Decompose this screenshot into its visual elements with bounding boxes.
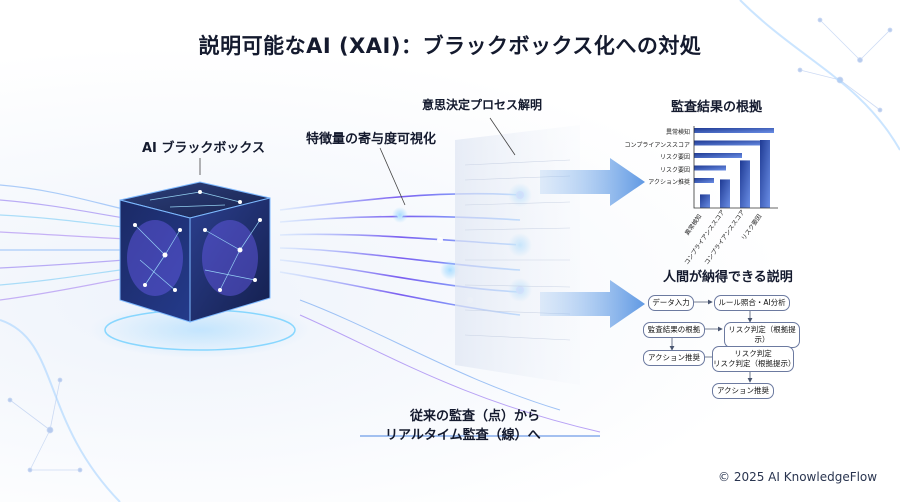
bar-h-1: [694, 140, 770, 146]
caption-line-2: リアルタイム監査（線）へ: [385, 428, 541, 443]
bar-h-2: [694, 153, 742, 158]
copyright-text: © 2025 AI KnowledgeFlow: [718, 470, 878, 484]
bar-v-3: [760, 140, 770, 208]
flow-box-action-rec: アクション推奨: [643, 350, 705, 366]
label-ai-blackbox: AI ブラックボックス: [142, 141, 266, 156]
bar-v-2: [740, 160, 750, 208]
flow-box-action-rec-2: アクション推奨: [712, 383, 774, 399]
category-label-4: アクション推奨: [648, 179, 690, 186]
category-label-3: リスク要因: [659, 166, 690, 174]
label-feature-contribution: 特徴量の寄与度可視化: [306, 132, 437, 147]
flow-box-risk-judge-2-line1: リスク判定: [734, 349, 772, 358]
flow-box-risk-judge-2: リスク判定 リスク判定（根拠提示）: [712, 346, 796, 372]
flow-box-rule-match: ルール照合・AI分析: [714, 295, 790, 311]
label-decision-process: 意思決定プロセス解明: [422, 98, 543, 112]
arrow-to-flow-icon: [540, 280, 645, 328]
bar-h-3: [694, 165, 726, 171]
flow-box-data-input: データ入力: [648, 295, 694, 311]
chart-plot: [693, 126, 778, 209]
bar-v-0: [700, 194, 710, 208]
category-label-0: 異常検知: [665, 129, 690, 136]
audit-bar-chart: 異常検知コンプライアンススコアリスク要因リスク要因アクション推奨異常検知コンプラ…: [612, 120, 792, 266]
chart-axes: [693, 126, 778, 209]
arrow-to-chart-icon: [540, 158, 645, 206]
bar-h-4: [694, 178, 714, 183]
network-decoration-icon: [7, 17, 893, 473]
category-label-2: リスク要因: [659, 154, 690, 161]
label-audit-basis: 監査結果の根拠: [671, 100, 763, 115]
bar-h-0: [694, 128, 774, 133]
flow-box-risk-judge-2-line2: リスク判定（根拠提示）: [713, 359, 796, 368]
bar-v-1: [720, 179, 730, 208]
blackbox-cube-icon: [119, 181, 271, 323]
caption-line-1: 従来の監査（点）から: [410, 409, 541, 424]
flow-box-audit-basis: 監査結果の根拠: [643, 322, 705, 338]
page-title: 説明可能なAI (XAI)：ブラックボックス化への対処: [198, 34, 702, 58]
flow-box-risk-judge: リスク判定（根拠提示）: [724, 322, 800, 348]
label-human-explanation: 人間が納得できる説明: [663, 270, 793, 285]
category-label-1: コンプライアンススコア: [624, 141, 690, 149]
